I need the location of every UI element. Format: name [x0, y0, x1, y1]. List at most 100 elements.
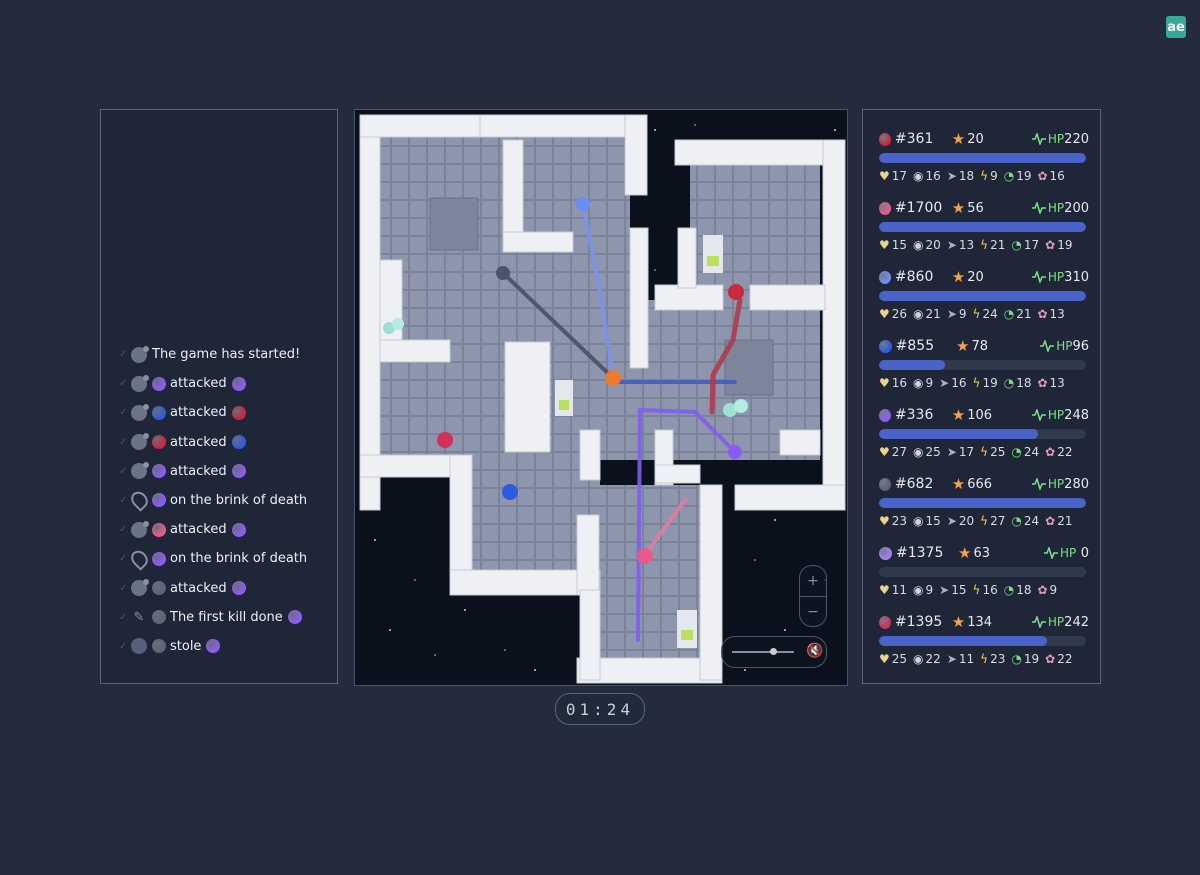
hp-bar [879, 636, 1086, 646]
star-icon: ★ [951, 199, 966, 217]
star-icon: ★ [951, 268, 966, 286]
game-map[interactable] [354, 109, 848, 686]
hp-bar [879, 567, 1086, 577]
stat-eye: ◉21 [913, 307, 941, 321]
stat-value: 16 [925, 169, 941, 183]
map-player-860[interactable] [576, 197, 590, 211]
score-value: 666 [967, 476, 993, 492]
stat-shoe: ➤15 [939, 583, 966, 597]
map-players[interactable] [437, 197, 744, 564]
heartbeat-icon [1031, 616, 1046, 628]
zoom-control: + − [799, 565, 827, 627]
app-logo[interactable]: ae [1166, 16, 1186, 38]
stat-value: 25 [925, 445, 941, 459]
stat-shoe: ➤18 [947, 169, 974, 183]
shoe-icon: ➤ [946, 652, 957, 666]
gauge-icon: ◔ [1011, 514, 1022, 528]
stat-value: 19 [982, 376, 998, 390]
heartbeat-icon [1040, 340, 1055, 352]
check-icon: ✓ [119, 349, 128, 361]
score-value: 78 [971, 338, 989, 354]
stat-gauge: ◔21 [1004, 307, 1032, 321]
player-score: ★134 [952, 613, 1016, 631]
stat-value: 9 [990, 169, 998, 183]
eye-icon: ◉ [913, 169, 924, 183]
target-player-icon [287, 610, 302, 625]
volume-slider-handle[interactable] [770, 648, 777, 655]
stat-value: 22 [1057, 652, 1073, 666]
hp-value: 310 [1064, 269, 1089, 285]
flower-icon: ✿ [1045, 445, 1056, 459]
map-canvas[interactable] [355, 110, 847, 685]
stat-heart: ♥16 [879, 376, 907, 390]
actor-player-icon [152, 405, 166, 420]
stat-value: 20 [925, 238, 941, 252]
stat-heart: ♥23 [879, 514, 907, 528]
ghost-icon [131, 403, 149, 421]
check-icon: ✓ [119, 436, 128, 448]
hp-bar [879, 291, 1086, 301]
stat-gauge: ◔19 [1004, 169, 1032, 183]
player-score: ★78 [956, 337, 1024, 355]
stat-gauge: ◔17 [1011, 238, 1039, 252]
hp-value: 242 [1064, 614, 1089, 630]
stat-value: 15 [925, 514, 941, 528]
stat-eye: ◉20 [913, 238, 941, 252]
gauge-icon: ◔ [1003, 376, 1015, 390]
stat-flower: ✿19 [1045, 238, 1072, 252]
check-icon: ✓ [119, 611, 128, 623]
event-log-list: ✓The game has started!✓attacked✓attacked… [101, 340, 337, 661]
bolt-icon: ϟ [972, 583, 981, 597]
map-player-682[interactable] [496, 266, 510, 280]
map-player-336[interactable] [728, 445, 742, 459]
stat-value: 27 [990, 514, 1006, 528]
map-player-855[interactable] [502, 484, 518, 500]
stat-value: 23 [891, 514, 908, 528]
map-player-1700[interactable] [637, 548, 653, 564]
stat-value: 25 [891, 652, 908, 666]
zoom-out-button[interactable]: − [800, 596, 826, 627]
stat-value: 13 [1049, 376, 1065, 390]
star-icon: ★ [951, 613, 966, 631]
heart-icon: ♥ [879, 652, 890, 666]
stat-value: 9 [925, 583, 934, 597]
target-player-icon [231, 405, 246, 420]
stat-eye: ◉16 [913, 169, 941, 183]
stat-value: 23 [990, 652, 1006, 666]
map-player-361[interactable] [728, 284, 744, 300]
map-player-1395[interactable] [437, 432, 453, 448]
hp-value: 0 [1080, 545, 1089, 561]
heart-icon: ♥ [879, 445, 890, 459]
event-log-panel: ✓The game has started!✓attacked✓attacked… [100, 109, 338, 684]
target-player-icon [231, 435, 246, 450]
zoom-in-button[interactable]: + [807, 573, 819, 589]
mute-icon[interactable]: 🔇 [806, 643, 824, 659]
stat-heart: ♥26 [879, 307, 907, 321]
target-player-icon [231, 522, 246, 537]
map-player-orange[interactable] [605, 370, 621, 386]
hp-label-text: HP [1047, 270, 1065, 284]
stat-value: 17 [958, 445, 975, 459]
stat-flower: ✿21 [1045, 514, 1072, 528]
eye-icon: ◉ [913, 238, 924, 252]
stat-value: 17 [1023, 238, 1040, 252]
player-color-icon [879, 339, 892, 353]
actor-player-icon [152, 376, 166, 391]
volume-slider[interactable] [732, 651, 794, 653]
actor-player-icon [152, 522, 166, 537]
stat-eye: ◉9 [913, 583, 933, 597]
ghost-icon [131, 462, 149, 480]
player-color-icon [879, 546, 892, 560]
player-color-icon [879, 132, 891, 146]
